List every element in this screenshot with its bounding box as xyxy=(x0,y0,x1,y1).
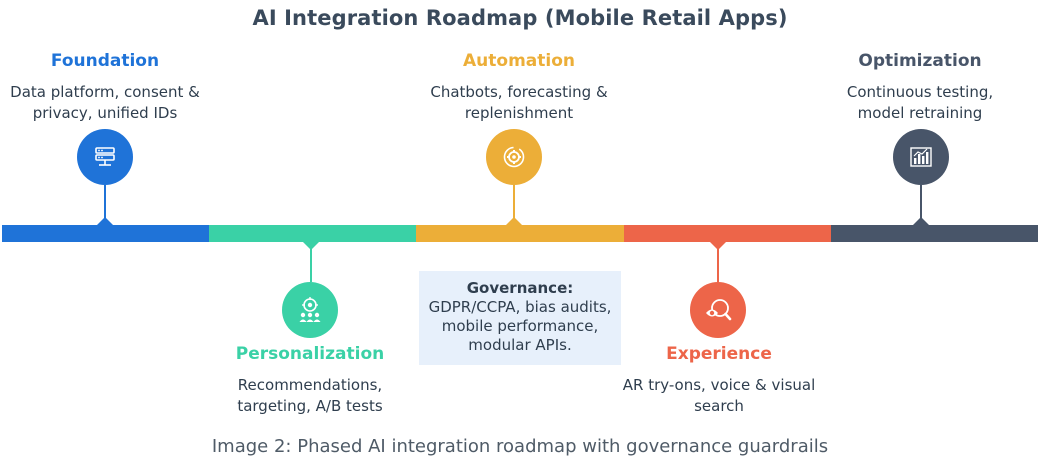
phase-desc-line: targeting, A/B tests xyxy=(237,397,383,415)
phase-desc-line: AR try-ons, voice & visual xyxy=(622,376,816,394)
notch-experience xyxy=(710,242,726,250)
server-rack-icon xyxy=(95,147,115,166)
phase-title-optimization: Optimization xyxy=(858,51,982,71)
phase-desc-personalization: Recommendations, targeting, A/B tests xyxy=(210,375,410,417)
timeline-segment-foundation xyxy=(2,225,209,242)
figure-caption: Image 2: Phased AI integration roadmap w… xyxy=(211,436,829,457)
timeline-segment-personalization xyxy=(209,225,416,242)
phase-title-automation: Automation xyxy=(463,51,575,71)
phase-title-experience: Experience xyxy=(666,344,772,364)
stem-automation xyxy=(513,185,515,218)
governance-line: modular APIs. xyxy=(468,336,572,354)
phase-icon-optimization xyxy=(893,129,949,185)
phase-desc-foundation: Data platform, consent & privacy, unifie… xyxy=(5,82,205,124)
phase-icon-foundation xyxy=(77,129,133,185)
phase-desc-optimization: Continuous testing, model retraining xyxy=(820,82,1020,124)
notch-automation xyxy=(506,217,522,225)
governance-line: GDPR/CCPA, bias audits, xyxy=(428,298,612,316)
timeline-segment-optimization xyxy=(831,225,1038,242)
phase-desc-line: privacy, unified IDs xyxy=(32,104,178,122)
gear-cycle-icon xyxy=(503,146,525,168)
phase-desc-line: model retraining xyxy=(857,104,983,122)
diagram-title: AI Integration Roadmap (Mobile Retail Ap… xyxy=(252,6,788,30)
phase-desc-line: Continuous testing, xyxy=(846,83,994,101)
notch-foundation xyxy=(97,217,113,225)
bar-chart-icon xyxy=(910,147,932,167)
phase-icon-automation xyxy=(486,129,542,185)
stem-experience xyxy=(717,248,719,282)
timeline-segment-experience xyxy=(624,225,831,242)
notch-optimization xyxy=(913,217,929,225)
governance-box: Governance: GDPR/CCPA, bias audits, mobi… xyxy=(419,271,621,365)
phase-title-personalization: Personalization xyxy=(235,344,385,364)
stem-foundation xyxy=(104,185,106,218)
phase-desc-line: Data platform, consent & xyxy=(10,83,200,101)
phase-desc-line: Recommendations, xyxy=(237,376,383,394)
stem-optimization xyxy=(920,185,922,218)
eye-search-icon xyxy=(706,299,732,321)
stem-personalization xyxy=(310,248,312,282)
governance-line: mobile performance, xyxy=(441,317,599,335)
governance-title: Governance: xyxy=(466,279,574,297)
notch-personalization xyxy=(303,242,319,250)
phase-icon-personalization xyxy=(282,282,338,338)
phase-desc-line: replenishment xyxy=(464,104,574,122)
phase-icon-experience xyxy=(690,282,746,338)
timeline-segment-automation xyxy=(416,225,624,242)
phase-desc-automation: Chatbots, forecasting & replenishment xyxy=(414,82,624,124)
phase-desc-line: search xyxy=(694,397,744,415)
phase-title-foundation: Foundation xyxy=(50,51,160,71)
phase-desc-experience: AR try-ons, voice & visual search xyxy=(619,375,819,417)
phase-desc-line: Chatbots, forecasting & xyxy=(430,83,608,101)
target-users-icon xyxy=(299,297,321,322)
